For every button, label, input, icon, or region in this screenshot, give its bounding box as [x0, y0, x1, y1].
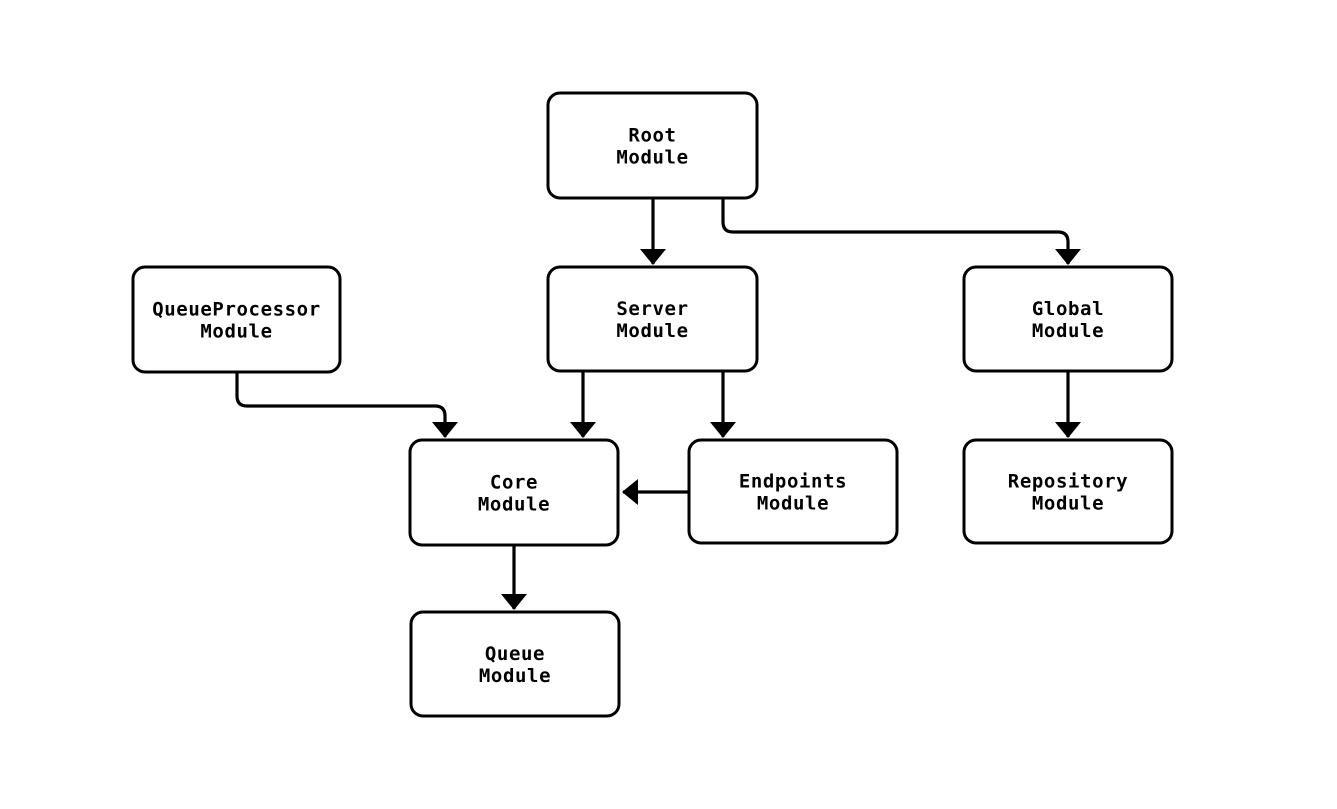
node-box: [408, 438, 620, 547]
node-box: [962, 265, 1174, 373]
node-box: [546, 91, 759, 200]
node-box: [962, 438, 1174, 545]
node-box: [131, 265, 342, 374]
node-box: [409, 610, 621, 718]
node-box: [687, 438, 899, 545]
node-box: [546, 265, 759, 373]
edge-queueprocessor-core: [235, 372, 458, 438]
edge-root-global: [721, 198, 1081, 265]
